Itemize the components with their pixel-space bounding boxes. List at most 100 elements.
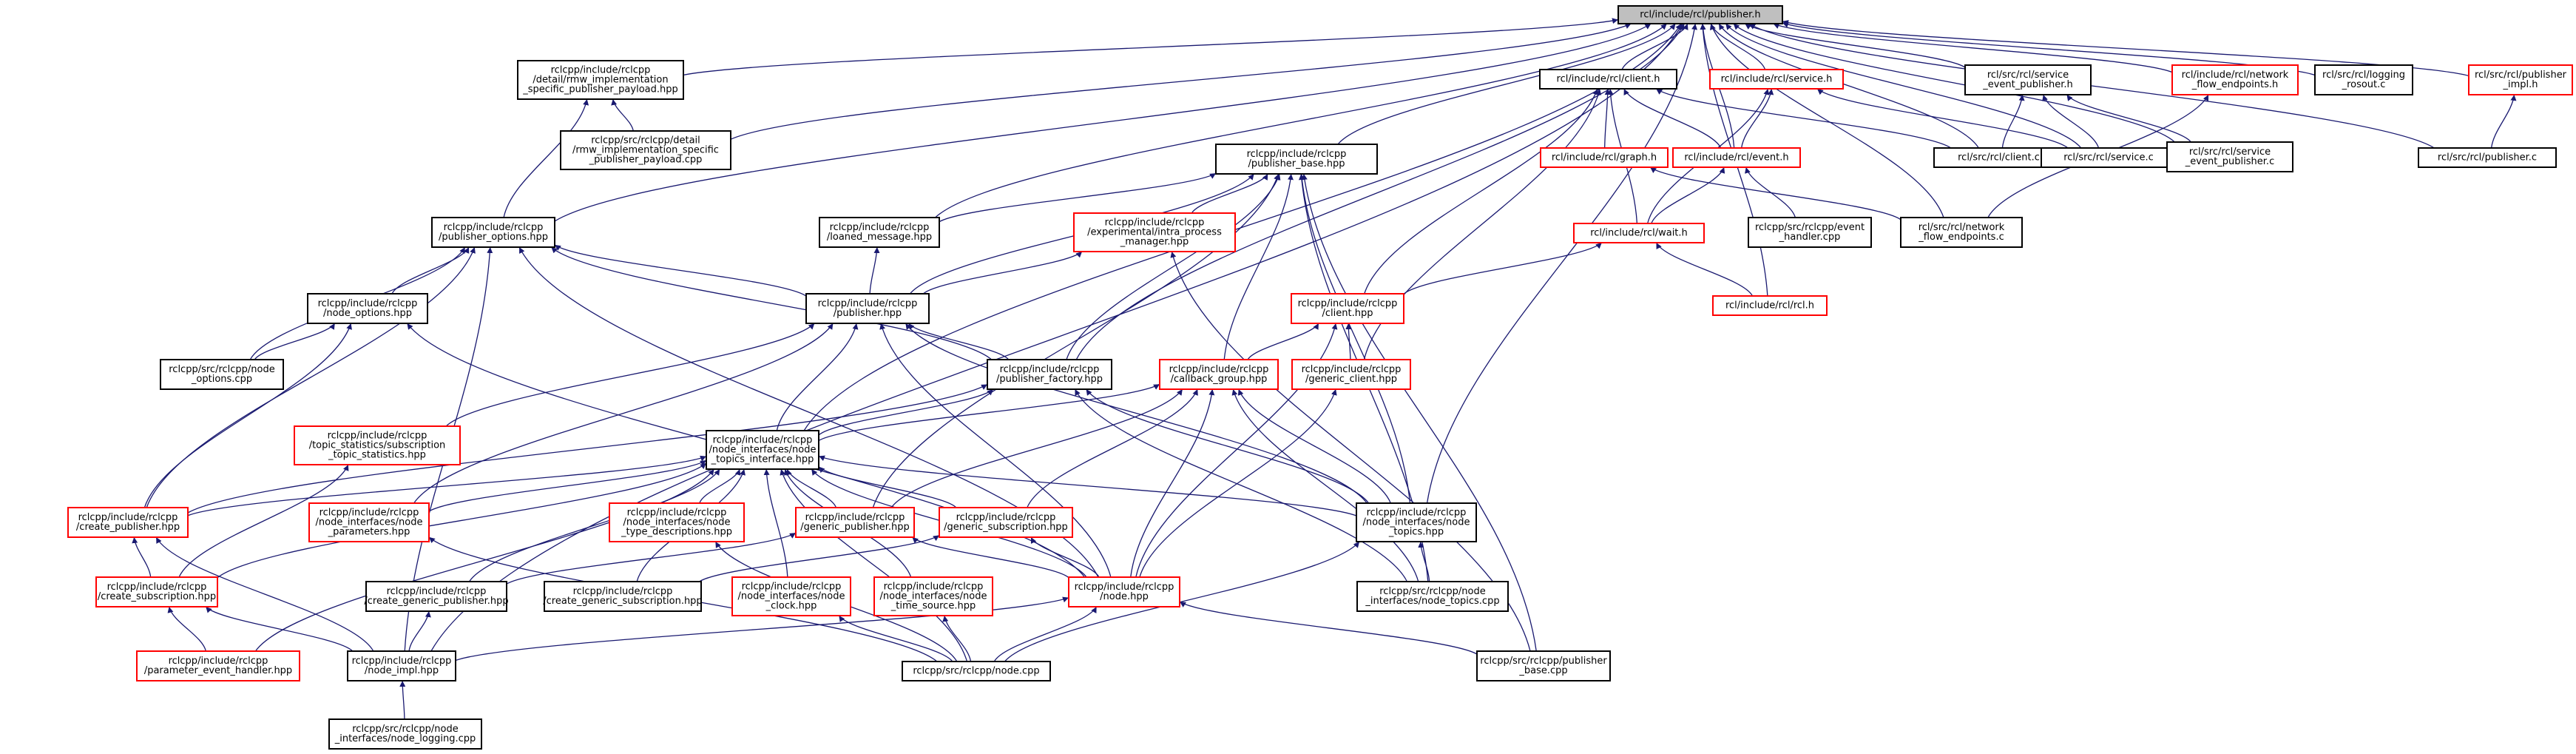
file-node[interactable]: rcl/src/rcl/service_event_publisher.c	[2166, 141, 2293, 172]
file-node[interactable]: rcl/src/rcl/service.c	[2041, 147, 2177, 168]
file-node[interactable]: rclcpp/include/rclcpp/node_interfaces/no…	[609, 502, 745, 542]
dependency-edge	[554, 23, 1652, 222]
file-node-label: /create_generic_publisher.hpp	[364, 596, 508, 607]
dependency-edge	[2042, 94, 2100, 149]
file-nodes: rcl/include/rcl/publisher.h rclcpp/includ…	[67, 5, 2573, 750]
file-node[interactable]: rclcpp/include/rclcpp/publisher_factory.…	[987, 359, 1112, 390]
file-node[interactable]: rclcpp/include/rclcpp/publisher_options.…	[431, 217, 555, 248]
file-node-label: _handler.cpp	[1779, 232, 1841, 243]
file-node[interactable]: rclcpp/include/rclcpp/create_generic_pub…	[364, 581, 509, 612]
file-node-box	[609, 502, 745, 542]
file-node[interactable]: rclcpp/include/rclcpp/topic_statistics/s…	[294, 425, 461, 465]
dependency-edge	[922, 251, 1083, 294]
file-node-label: rclcpp/include/rclcpp	[956, 512, 1056, 523]
file-node[interactable]: rcl/src/rcl/publisher.c	[2418, 147, 2557, 168]
file-node[interactable]: rclcpp/include/rclcpp/parameter_event_ha…	[136, 650, 300, 681]
file-node-label: rcl/src/rcl/client.c	[1958, 152, 2040, 164]
file-node[interactable]: rclcpp/src/rclcpp/detail/rmw_implementat…	[560, 130, 731, 170]
file-node-label: rclcpp/src/rclcpp/node	[169, 364, 275, 375]
file-node-label: _topics_interface.hpp	[711, 454, 814, 465]
file-node[interactable]: rclcpp/include/rclcpp/node_interfaces/no…	[706, 430, 819, 470]
file-node[interactable]: rclcpp/src/rclcpp/node.cpp	[902, 661, 1051, 681]
file-node[interactable]: rclcpp/include/rclcpp/detail/rmw_impleme…	[517, 60, 684, 100]
file-node[interactable]: rclcpp/include/rclcpp/create_generic_sub…	[543, 581, 703, 612]
file-node[interactable]: rclcpp/include/rclcpp/create_subscriptio…	[95, 576, 218, 607]
dependency-edge	[699, 534, 940, 582]
file-node-label: rclcpp/include/rclcpp	[444, 222, 544, 233]
dependency-edge	[2001, 94, 2025, 149]
file-node-label: rcl/src/rcl/publisher.c	[2438, 152, 2537, 164]
file-node[interactable]: rclcpp/include/rclcpp/loaned_message.hpp	[819, 217, 940, 248]
file-node[interactable]: rclcpp/src/rclcpp/node_options.cpp	[160, 359, 284, 390]
file-node[interactable]: rcl/include/rcl/client.h	[1539, 69, 1677, 90]
file-node-box	[560, 130, 731, 170]
dependency-edge	[1345, 323, 1352, 360]
file-node-label: _topics.hpp	[1388, 527, 1444, 538]
dependency-edge	[455, 596, 1069, 662]
file-node[interactable]: rclcpp/src/rclcpp/publisher_base.cpp	[1476, 650, 1611, 681]
file-node[interactable]: rclcpp/include/rclcpp/create_publisher.h…	[67, 507, 189, 538]
dependency-edge	[2066, 94, 2192, 143]
dependency-edge	[2490, 94, 2517, 149]
dependency-edge	[838, 615, 953, 662]
file-node-label: /node_interfaces/node	[880, 591, 987, 602]
file-node[interactable]: rclcpp/src/rclcpp/node_interfaces/node_l…	[328, 718, 482, 750]
file-node[interactable]: rclcpp/include/rclcpp/callback_group.hpp	[1159, 359, 1279, 390]
file-node-label: /node_options.hpp	[323, 308, 412, 319]
file-node-label: rcl/include/rcl/rcl.h	[1725, 300, 1814, 312]
file-node-label: rclcpp/include/rclcpp	[320, 508, 419, 519]
dependency-edge	[1649, 166, 1901, 221]
file-node[interactable]: rcl/include/rcl/network_flow_endpoints.h	[2171, 64, 2299, 95]
file-node-box	[873, 576, 993, 616]
file-node[interactable]: rcl/include/rcl/event.h	[1672, 147, 1801, 168]
file-node-label: _clock.hpp	[765, 601, 817, 612]
file-node[interactable]: rclcpp/src/rclcpp/node_interfaces/node_t…	[1356, 581, 1509, 612]
file-node-label: rclcpp/include/rclcpp	[573, 586, 673, 597]
file-node[interactable]: rclcpp/include/rclcpp/node_options.hpp	[307, 293, 428, 324]
file-node-label: rcl/include/rcl/service.h	[1721, 74, 1833, 85]
dependency-edge	[818, 383, 1160, 441]
file-node[interactable]: rclcpp/include/rclcpp/node_impl.hpp	[347, 650, 456, 681]
dependency-edge	[776, 323, 859, 431]
file-node[interactable]: rcl/src/rcl/logging_rosout.c	[2314, 64, 2413, 95]
file-node[interactable]: rclcpp/include/rclcpp/node_interfaces/no…	[308, 502, 430, 542]
file-node[interactable]: rclcpp/src/rclcpp/event_handler.cpp	[1748, 217, 1872, 248]
file-node[interactable]: rclcpp/include/rclcpp/publisher_base.hpp	[1215, 144, 1378, 175]
dependency-edge	[818, 388, 994, 436]
file-node-box	[1573, 223, 1705, 243]
file-node[interactable]: rclcpp/include/rclcpp/generic_client.hpp	[1291, 359, 1411, 390]
file-node-label: /create_generic_subscription.hpp	[543, 596, 702, 607]
file-node[interactable]: rclcpp/include/rclcpp/publisher.hpp	[805, 293, 930, 324]
file-node[interactable]: rclcpp/include/rclcpp/node_interfaces/no…	[1356, 502, 1477, 542]
file-node[interactable]: rclcpp/include/rclcpp/experimental/intra…	[1073, 212, 1236, 252]
dependency-edge	[1337, 23, 1676, 145]
file-node[interactable]: rcl/include/rcl/publisher.h	[1617, 5, 1783, 24]
dependency-edge	[254, 468, 714, 652]
dependency-edge	[408, 610, 431, 652]
file-node[interactable]: rclcpp/include/rclcpp/node_interfaces/no…	[731, 576, 851, 616]
file-node[interactable]: rcl/src/rcl/service_event_publisher.h	[1964, 64, 2092, 95]
file-node[interactable]: rclcpp/include/rclcpp/node.hpp	[1068, 576, 1180, 607]
file-node[interactable]: rcl/include/rcl/wait.h	[1573, 223, 1705, 243]
file-node-label: _time_source.hpp	[890, 601, 976, 612]
dependency-edge	[178, 464, 349, 578]
file-node[interactable]: rclcpp/include/rclcpp/client.hpp	[1291, 293, 1404, 324]
file-node-label: rclcpp/include/rclcpp	[830, 222, 930, 233]
file-node[interactable]: rcl/include/rcl/graph.h	[1540, 147, 1669, 168]
file-node[interactable]: rcl/src/rcl/network_flow_endpoints.c	[1900, 217, 2023, 248]
file-node-label: /node_interfaces/node	[1363, 517, 1470, 528]
file-node-label: /node_interfaces/node	[623, 517, 731, 528]
file-node[interactable]: rclcpp/include/rclcpp/generic_subscripti…	[939, 507, 1073, 538]
file-node[interactable]: rcl/include/rcl/rcl.h	[1712, 295, 1828, 316]
dependency-edge	[1748, 23, 2435, 149]
dependency-edge	[1364, 88, 1599, 294]
file-node[interactable]: rcl/src/rcl/publisher_impl.h	[2468, 64, 2573, 95]
file-node-label: rclcpp/src/rclcpp/node	[1379, 586, 1486, 597]
file-node-box	[517, 60, 684, 100]
file-node[interactable]: rcl/include/rcl/service.h	[1709, 69, 1844, 90]
file-node-box	[307, 293, 428, 324]
file-node-box	[805, 293, 930, 324]
file-node[interactable]: rclcpp/include/rclcpp/generic_publisher.…	[795, 507, 915, 538]
file-node-label: rcl/src/rcl/network	[1919, 222, 2005, 233]
file-node[interactable]: rclcpp/include/rclcpp/node_interfaces/no…	[873, 576, 993, 616]
